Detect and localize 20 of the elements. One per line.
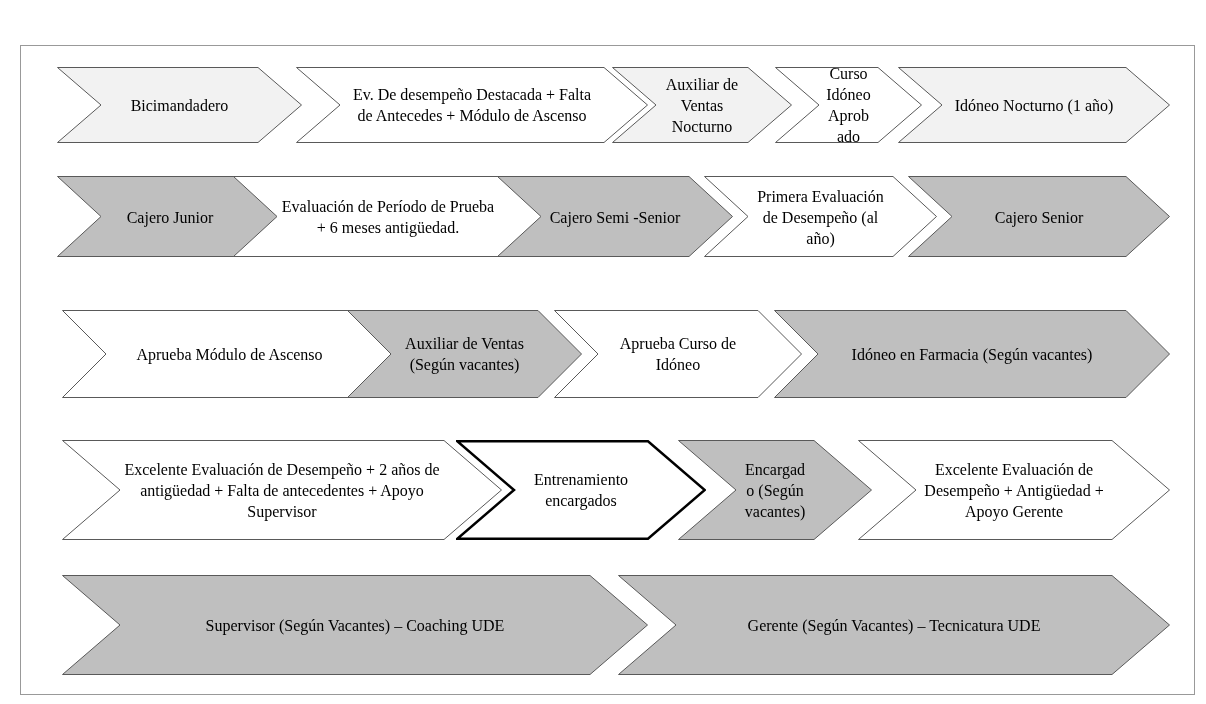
stage-label: Auxiliar de Ventas (Según vacantes): [404, 334, 525, 375]
stage-label: Gerente (Según Vacantes) – Tecnicatura UDE: [746, 615, 1042, 636]
stage-label: Aprueba Módulo de Ascenso: [135, 344, 324, 365]
stage-label: Cajero Senior: [993, 207, 1085, 227]
stage-label: Ev. De desempeño Destacada + Falta de Antecedes + Módulo de Ascenso: [351, 85, 593, 126]
stage-label: Idóneo Nocturno (1 año): [953, 95, 1115, 116]
stage-label: Supervisor (Según Vacantes) – Coaching UDE: [204, 615, 506, 636]
stage-label: Evaluación de Período de Prueba + 6 meses antigüedad.: [281, 196, 495, 238]
stage-label: Cajero Semi -Senior: [548, 207, 682, 227]
stage-label: Cajero Junior: [125, 207, 215, 227]
stage-label: Idóneo en Farmacia (Según vacantes): [850, 344, 1094, 365]
stage-label: Excelente Evaluación de Desempeño + Antigüedad + Apoyo Gerente: [923, 459, 1105, 522]
stage-label: Aprueba Curso de Idóneo: [618, 334, 738, 375]
stage-label: Entrenamiento encargados: [532, 470, 630, 511]
stage-label: Primera Evaluación de Desempeño (al año): [756, 186, 885, 248]
stage-label: Auxiliar de Ventas Nocturno: [664, 74, 740, 137]
stage-label: Encargad o (Según vacantes): [743, 459, 807, 522]
stage-label: Bicimandadero: [129, 95, 230, 116]
stage-label: Curso Idóneo Aprob ado: [825, 64, 872, 147]
stage-label: Excelente Evaluación de Desempeño + 2 años de antigüedad + Falta de antecedentes + Apoyo Supervisor: [124, 459, 440, 522]
